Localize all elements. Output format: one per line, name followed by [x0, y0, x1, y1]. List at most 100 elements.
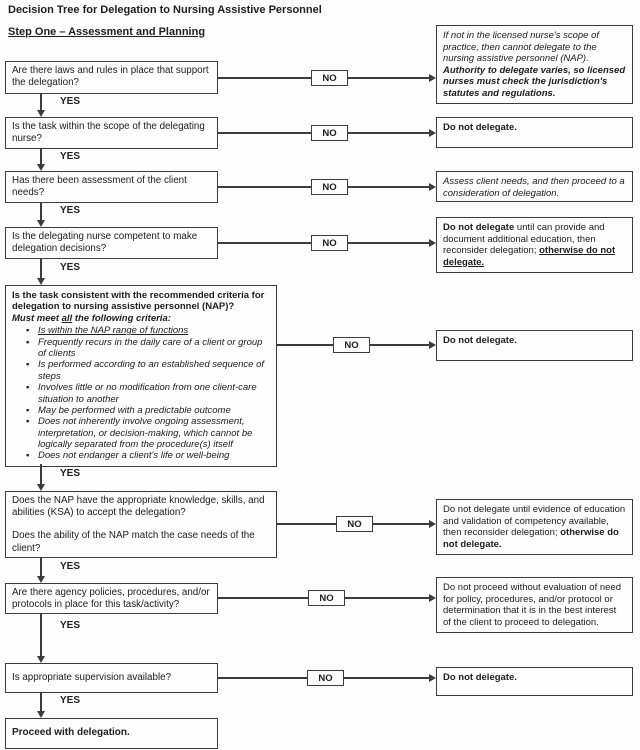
criteria-item: Is within the NAP range of functions — [26, 325, 270, 337]
proceed-box: Proceed with delegation. — [5, 718, 218, 749]
yes-label: YES — [60, 620, 81, 631]
connector-line — [218, 677, 307, 679]
criteria-item: Involves little or no modification from … — [26, 382, 270, 405]
connector-line — [40, 558, 42, 577]
criteria-item: Does not inherently involve ongoing asse… — [26, 416, 270, 450]
connector-line — [40, 203, 42, 221]
no-label: NO — [318, 672, 333, 684]
question-text: Does the ability of the NAP match the ca… — [12, 530, 255, 554]
connector-line — [218, 242, 311, 244]
yes-label: YES — [60, 205, 81, 216]
question-box-agency: Are there agency policies, procedures, a… — [5, 583, 218, 614]
question-box-competence: Is the delegating nurse competent to mak… — [5, 227, 218, 259]
answer-text-bold: otherwise do not delegate. — [443, 527, 619, 550]
arrow-right-icon — [429, 183, 436, 191]
criteria-subheading-text: the following criteria: — [72, 312, 171, 324]
arrow-right-icon — [429, 520, 436, 528]
no-label: NO — [347, 518, 362, 530]
arrow-down-icon — [37, 220, 45, 227]
question-text: Are there laws and rules in place that s… — [12, 65, 209, 89]
yes-label: YES — [60, 96, 81, 107]
connector-line — [40, 693, 42, 712]
connector-line — [218, 186, 311, 188]
answer-box-ksa: Do not delegate until evidence of educat… — [436, 499, 633, 556]
no-label: NO — [344, 339, 359, 351]
connector-line — [40, 94, 42, 111]
step-heading: Step One – Assessment and Planning — [8, 26, 206, 38]
criteria-subheading: Must meet all the following criteria: — [12, 313, 270, 324]
question-box-scope: Is the task within the scope of the dele… — [5, 117, 218, 149]
answer-text: Do not delegate. — [443, 122, 517, 133]
page-title: Decision Tree for Delegation to Nursing … — [8, 4, 322, 16]
connector-line — [345, 597, 429, 599]
answer-text-bold: Do not delegate — [443, 222, 515, 233]
criteria-item: Frequently recurs in the daily care of a… — [26, 337, 270, 360]
arrow-down-icon — [37, 711, 45, 718]
answer-box-laws: If not in the licensed nurse's scope of … — [436, 25, 633, 105]
arrow-right-icon — [429, 239, 436, 247]
answer-text: Do not proceed without evaluation of nee… — [443, 582, 621, 628]
arrow-down-icon — [37, 164, 45, 171]
no-box-assessment: NO — [311, 179, 348, 195]
connector-line — [348, 77, 429, 79]
question-text: Are there agency policies, procedures, a… — [12, 587, 210, 611]
answer-box-supervision: Do not delegate. — [436, 667, 633, 696]
answer-text: Do not delegate. — [443, 335, 517, 346]
no-label: NO — [322, 181, 337, 193]
connector-line — [370, 344, 429, 346]
no-label: NO — [322, 237, 337, 249]
connector-line — [218, 597, 308, 599]
answer-box-scope: Do not delegate. — [436, 117, 633, 148]
arrow-right-icon — [429, 74, 436, 82]
proceed-text: Proceed with delegation. — [12, 727, 130, 738]
connector-line — [218, 77, 311, 79]
answer-box-competence: Do not delegate until can provide and do… — [436, 217, 633, 274]
yes-label: YES — [60, 468, 81, 479]
no-box-supervision: NO — [307, 670, 344, 686]
no-box-competence: NO — [311, 235, 348, 251]
arrow-right-icon — [429, 341, 436, 349]
answer-box-criteria: Do not delegate. — [436, 330, 633, 361]
question-text: Is the delegating nurse competent to mak… — [12, 231, 198, 255]
criteria-item: Is performed according to an established… — [26, 359, 270, 382]
arrow-right-icon — [429, 674, 436, 682]
connector-line — [40, 149, 42, 165]
answer-text: Do not delegate until evidence of educat… — [443, 504, 626, 539]
question-box-ksa: Does the NAP have the appropriate knowle… — [5, 491, 277, 558]
no-box-scope: NO — [311, 125, 348, 141]
arrow-down-icon — [37, 110, 45, 117]
criteria-box: Is the task consistent with the recommen… — [5, 285, 277, 467]
answer-text: Do not delegate. — [443, 672, 517, 683]
answer-box-agency: Do not proceed without evaluation of nee… — [436, 577, 633, 634]
answer-text-bold-underline: otherwise do not delegate. — [443, 245, 616, 268]
no-label: NO — [322, 72, 337, 84]
arrow-down-icon — [37, 656, 45, 663]
connector-line — [40, 259, 42, 279]
criteria-subheading-text: Must meet — [12, 312, 62, 324]
connector-line — [277, 523, 336, 525]
answer-box-assessment: Assess client needs, and then proceed to… — [436, 171, 633, 202]
arrow-right-icon — [429, 594, 436, 602]
connector-line — [344, 677, 429, 679]
criteria-subheading-all: all — [61, 312, 73, 324]
answer-text: If not in the licensed nurse's scope of … — [443, 30, 600, 65]
arrow-right-icon — [429, 129, 436, 137]
question-text: Is the task within the scope of the dele… — [12, 121, 205, 145]
yes-label: YES — [60, 695, 81, 706]
question-text: Is appropriate supervision available? — [12, 672, 172, 683]
question-text: Has there been assessment of the client … — [12, 175, 187, 199]
no-label: NO — [322, 127, 337, 139]
no-box-criteria: NO — [333, 337, 370, 353]
connector-line — [348, 242, 429, 244]
arrow-down-icon — [37, 484, 45, 491]
answer-text-emphasis: Authority to delegate varies, so license… — [443, 64, 626, 99]
connector-line — [348, 186, 429, 188]
connector-line — [40, 614, 42, 657]
connector-line — [40, 464, 42, 485]
question-box-laws: Are there laws and rules in place that s… — [5, 61, 218, 94]
question-box-supervision: Is appropriate supervision available? — [5, 663, 218, 693]
criteria-heading: Is the task consistent with the recommen… — [12, 290, 265, 313]
criteria-list: Is within the NAP range of functions Fre… — [26, 325, 270, 462]
yes-label: YES — [60, 561, 81, 572]
